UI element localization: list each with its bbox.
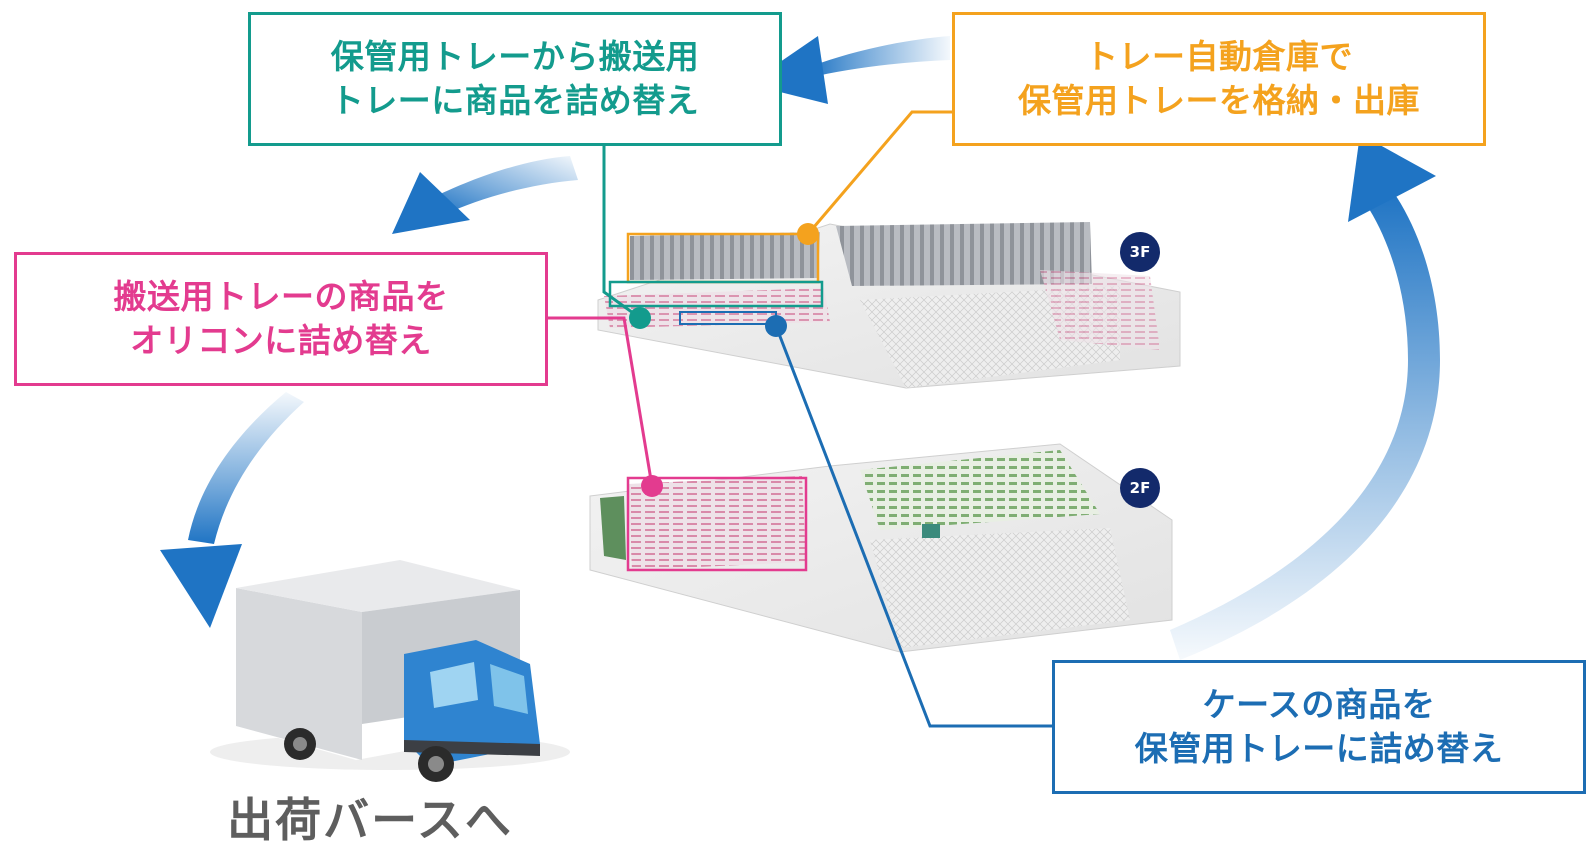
callout-line: トレーに商品を詰め替え [330,81,700,120]
callout-auto-warehouse: トレー自動倉庫で 保管用トレーを格納・出庫 [952,12,1486,146]
floor-badge-2f: 2F [1120,468,1160,508]
callout-line: 保管用トレーを格納・出庫 [1018,81,1420,120]
callout-tray-transfer: 保管用トレーから搬送用 トレーに商品を詰め替え [248,12,782,146]
floor-3f-illustration [597,222,1181,389]
shipping-berth-caption: 出荷バースへ [227,793,513,847]
leader-teal [602,146,651,329]
callout-line: トレー自動倉庫で [1085,37,1353,77]
callout-case-transfer: ケースの商品を 保管用トレーに詰め替え [1052,660,1586,794]
leader-orange [797,110,952,245]
flow-arrow-mid [392,156,578,234]
truck-icon [210,560,570,782]
leader-pink [548,316,663,497]
callout-oricon-transfer: 搬送用トレーの商品を オリコンに詰め替え [14,252,548,386]
flow-arrow-left [160,392,304,628]
flow-arrow-right [1170,134,1440,660]
callout-line: 保管用トレーに詰め替え [1134,729,1504,768]
floor-badge-3f: 3F [1120,232,1160,272]
leader-blue [765,315,1052,728]
callout-line: 搬送用トレーの商品を [113,277,449,317]
callout-line: ケースの商品を [1202,685,1436,725]
floor-2f-illustration [589,443,1173,653]
callout-line: オリコンに詰め替え [130,321,432,360]
callout-line: 保管用トレーから搬送用 [330,37,700,77]
